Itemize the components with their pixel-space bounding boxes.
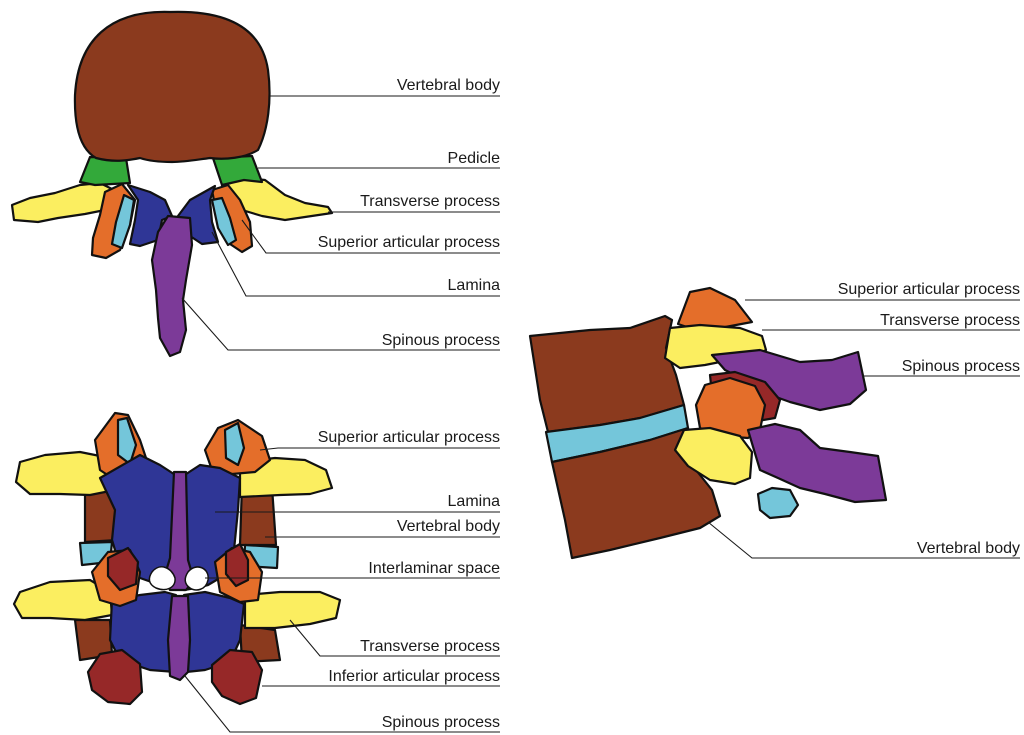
posterior-interlaminar-space (149, 567, 175, 590)
lateral-label-transverse-process: Transverse process (880, 312, 1020, 329)
posterior-lower-right-inferior-articular-process (212, 650, 262, 704)
lateral-label-superior-articular-process: Superior articular process (838, 281, 1020, 298)
posterior-lower-spinous-process (168, 596, 190, 680)
posterior-interlaminar-space-right (185, 567, 208, 590)
posterior-label-superior-articular-process: Superior articular process (318, 429, 500, 446)
axial-label-spinous-process: Spinous process (382, 332, 500, 349)
axial-spinous-process (152, 216, 192, 356)
axial-right-pedicle (213, 156, 262, 185)
axial-vertebral-body (75, 12, 270, 162)
lateral-view (530, 288, 886, 558)
axial-label-transverse-process: Transverse process (360, 193, 500, 210)
lateral-facet (758, 488, 798, 518)
lateral-label-vertebral-body: Vertebral body (917, 540, 1020, 557)
axial-label-lamina: Lamina (448, 277, 501, 294)
lateral-label-spinous-process: Spinous process (902, 358, 1020, 375)
posterior-label-spinous-process: Spinous process (382, 714, 500, 731)
axial-label-vertebral-body: Vertebral body (397, 77, 500, 94)
posterior-label-transverse-process: Transverse process (360, 638, 500, 655)
posterior-label-interlaminar-space: Interlaminar space (368, 560, 500, 577)
posterior-label-inferior-articular-process: Inferior articular process (328, 668, 500, 685)
posterior-lower-left-inferior-articular-process (88, 650, 142, 704)
posterior-view (14, 413, 340, 704)
axial-label-superior-articular-process: Superior articular process (318, 234, 500, 251)
axial-view (12, 12, 332, 356)
axial-label-pedicle: Pedicle (448, 150, 501, 167)
lateral-superior-articular-process (678, 288, 752, 330)
posterior-label-lamina: Lamina (448, 493, 501, 510)
posterior-label-vertebral-body: Vertebral body (397, 518, 500, 535)
